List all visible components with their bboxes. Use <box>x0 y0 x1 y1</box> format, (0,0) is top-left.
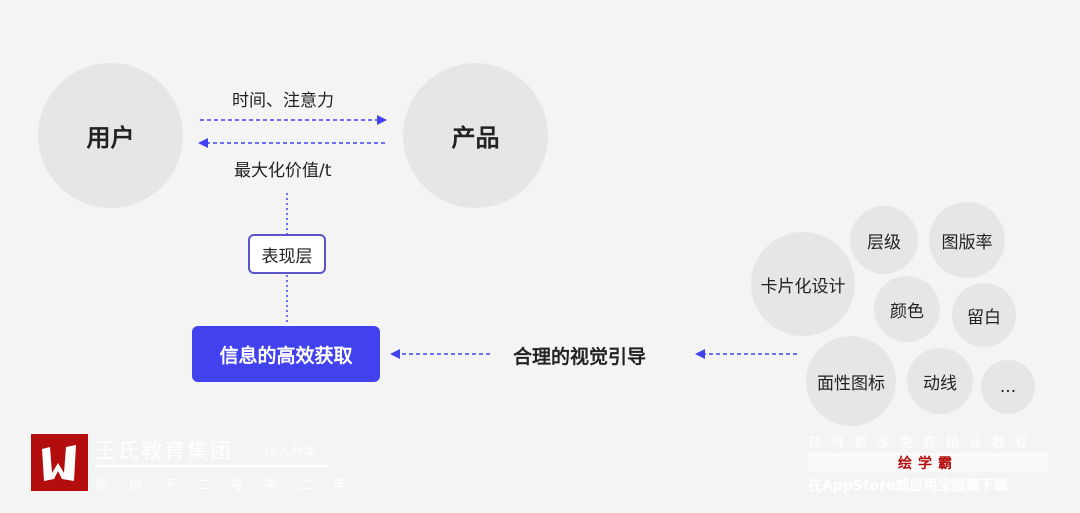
element-image-ratio: 图版率 <box>929 202 1005 278</box>
node-efficient-info: 信息的高效获取 <box>192 326 380 382</box>
brand-name: 绘学霸 <box>898 455 958 472</box>
logo-w-icon <box>41 444 76 481</box>
element-more: ... <box>981 360 1035 414</box>
element-color: 颜色 <box>874 276 940 342</box>
element-card-design: 卡片化设计 <box>751 232 855 336</box>
company-founded: 始创于二零零二年 <box>95 478 368 493</box>
element-motion-line: 动线 <box>907 348 973 414</box>
company-name: 王氏教育集团 <box>95 439 233 463</box>
node-visual-guide: 合理的视觉引导 <box>513 346 647 368</box>
promo-line-2: 在AppStore或应用宝搜索下载 <box>808 478 1008 494</box>
element-whitespace: 留白 <box>952 283 1016 347</box>
watermark-divider <box>95 465 328 467</box>
element-flat-icons: 面性图标 <box>806 336 896 426</box>
promo-line-1: 获得更多免费精品教程 <box>808 436 1039 451</box>
node-presentation-layer: 表现层 <box>248 234 326 274</box>
element-hierarchy: 层级 <box>850 206 918 274</box>
company-motto: 以人为本 <box>264 445 317 460</box>
brand-bar: 绘学霸 <box>808 453 1048 472</box>
node-product: 产品 <box>403 63 548 208</box>
edge-label-bottom: 最大化价值/t <box>234 161 332 181</box>
edge-label-top: 时间、注意力 <box>232 91 334 111</box>
node-user: 用户 <box>38 63 183 208</box>
logo <box>31 434 88 491</box>
